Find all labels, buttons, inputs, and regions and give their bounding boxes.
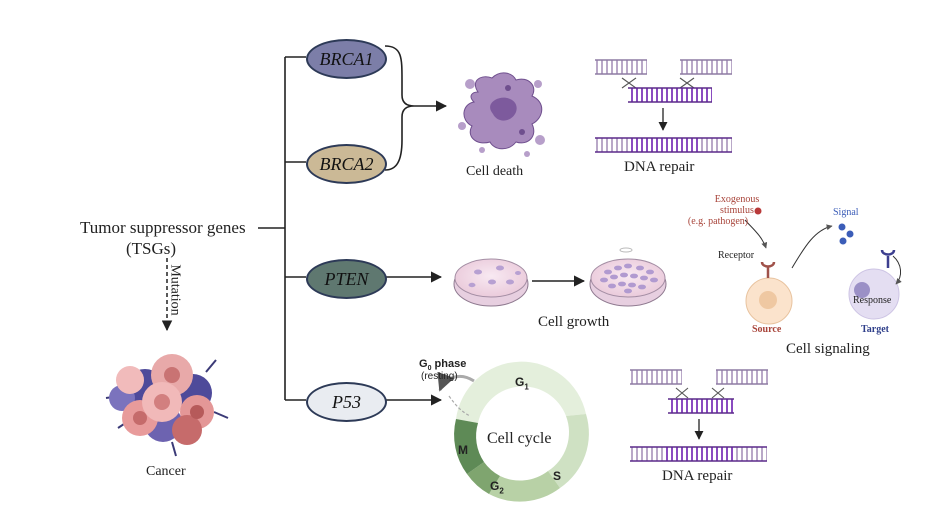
dna-repair-top-label: DNA repair (624, 159, 695, 175)
g1-label: G1 (515, 375, 529, 392)
cell-signaling-label: Cell signaling (786, 341, 870, 357)
cell-cycle-ring (437, 361, 589, 502)
g0-phase-label: G0 phase (419, 358, 467, 373)
gene-label-p53: P53 (332, 391, 361, 412)
mutation-label: Mutation (167, 264, 183, 316)
gene-label-brca2: BRCA2 (319, 153, 374, 174)
cell-signaling-illustration (744, 207, 902, 325)
response-label: Response (853, 295, 892, 306)
cell-death-illustration (458, 72, 545, 157)
s-label: S (553, 469, 562, 483)
m-label: M (458, 443, 468, 457)
target-label: Target (861, 324, 889, 335)
exogenous-label-3: (e.g. pathogen) (687, 216, 749, 227)
gene-node-brca1: BRCA1 (306, 39, 387, 79)
dna-repair-top-illustration (595, 59, 732, 153)
cancer-cluster-illustration (105, 354, 229, 457)
brca-brace (384, 45, 415, 171)
source-label: Source (752, 324, 782, 335)
exogenous-label-1: Exogenous (714, 194, 760, 205)
resting-label: (resting) (421, 371, 458, 382)
root-label-line2: (TSGs) (126, 239, 177, 258)
gene-node-brca2: BRCA2 (306, 144, 387, 184)
root-label-line1: Tumor suppressor genes (80, 218, 246, 237)
tree-connectors (258, 56, 306, 401)
gene-node-p53: P53 (306, 382, 387, 422)
g2-label: G2 (490, 479, 504, 496)
petri-dish-dense (589, 247, 667, 307)
gene-label-brca1: BRCA1 (319, 48, 374, 69)
cell-death-label: Cell death (466, 164, 524, 179)
cancer-label: Cancer (146, 464, 186, 479)
petri-dish-sparse (453, 258, 529, 307)
signal-label: Signal (833, 207, 859, 218)
receptor-label: Receptor (718, 250, 755, 261)
gene-label-pten: PTEN (324, 268, 369, 289)
cell-growth-label: Cell growth (538, 314, 610, 330)
dna-repair-bottom-illustration (630, 369, 768, 462)
exogenous-label-2: stimulus (720, 205, 754, 216)
cell-cycle-center-label: Cell cycle (487, 430, 552, 447)
dna-repair-bottom-label: DNA repair (662, 468, 733, 484)
gene-node-pten: PTEN (306, 259, 387, 299)
